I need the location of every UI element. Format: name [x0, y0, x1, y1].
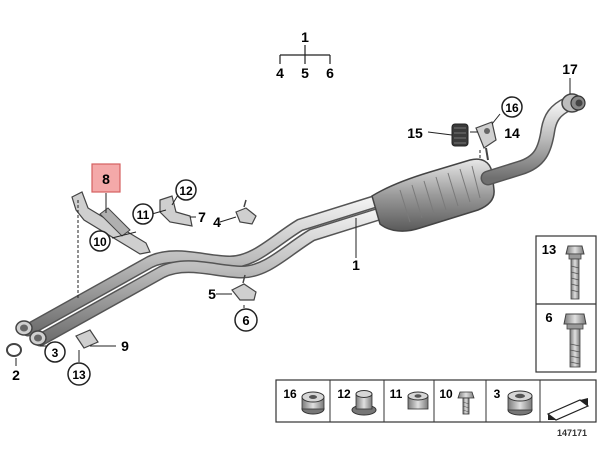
callout-2: 2	[12, 367, 20, 383]
nut-11-icon	[407, 391, 429, 410]
callout-1-mid: 1	[352, 257, 360, 273]
callout-6-mid: 6	[242, 313, 249, 328]
callout-6-circle	[234, 308, 258, 332]
callouts: 17 16 15 14 8 12 11 7 10 4 1 5 6 9 3 2 1…	[12, 61, 578, 386]
strip-label-3: 3	[494, 387, 501, 401]
callout-10-circle	[89, 230, 111, 252]
callout-4-top: 4	[276, 65, 284, 81]
clip-4	[235, 199, 257, 225]
rubber-mount-15	[451, 123, 469, 147]
side-panel-label-bottom: 6	[545, 310, 552, 325]
clip-9	[75, 329, 99, 349]
callout-13: 13	[72, 368, 86, 382]
callout-15: 15	[407, 125, 423, 141]
callout-8-highlight	[91, 163, 121, 193]
nut-3-icon	[507, 390, 533, 416]
callout-10: 10	[93, 235, 107, 249]
strip-label-12: 12	[337, 387, 351, 401]
callout-13-circle	[67, 362, 91, 386]
diagram-id: 147171	[557, 428, 587, 438]
callout-16-circle	[501, 96, 523, 118]
bracket-8-group	[71, 191, 151, 255]
callout-5-mid: 5	[208, 286, 216, 302]
strip-label-10: 10	[439, 387, 453, 401]
callout-11-circle	[132, 203, 154, 225]
nut-12-icon	[351, 390, 377, 416]
strip-label-16: 16	[283, 387, 297, 401]
nut-16-icon	[301, 391, 325, 415]
bolt-10-icon	[457, 391, 475, 415]
callout-1-top: 1	[301, 29, 309, 45]
orientation-arrow-icon	[546, 398, 590, 421]
flange-clamp	[561, 93, 586, 113]
callout-12: 12	[179, 184, 193, 198]
callout-14: 14	[504, 125, 520, 141]
bolt-6-icon	[563, 313, 587, 368]
parts-strip: 16 12 11 10 3	[275, 379, 597, 423]
strip-label-11: 11	[390, 387, 403, 401]
callout-3-circle	[44, 341, 66, 363]
exhaust-pipe-assembly	[15, 93, 586, 347]
callout-5-top: 5	[301, 65, 309, 81]
callout-17: 17	[562, 61, 578, 77]
bracket-14	[475, 121, 497, 161]
callout-7: 7	[198, 209, 206, 225]
callout-9: 9	[121, 338, 129, 354]
side-panel: 13 6	[535, 235, 597, 373]
bracket-7-group	[159, 195, 193, 227]
callout-11: 11	[137, 208, 150, 222]
gasket-2	[6, 343, 22, 357]
clip-5	[231, 274, 257, 301]
bolt-13-icon	[565, 245, 585, 300]
callout-3: 3	[52, 346, 59, 360]
legend-tree: 1 4 5 6	[276, 29, 334, 81]
callout-6-top: 6	[326, 65, 334, 81]
callout-12-circle	[175, 179, 197, 201]
side-panel-label-top: 13	[542, 242, 556, 257]
callout-8: 8	[102, 171, 110, 187]
callout-16: 16	[505, 101, 519, 115]
callout-4-mid: 4	[213, 214, 221, 230]
catalytic-converter	[371, 158, 495, 232]
